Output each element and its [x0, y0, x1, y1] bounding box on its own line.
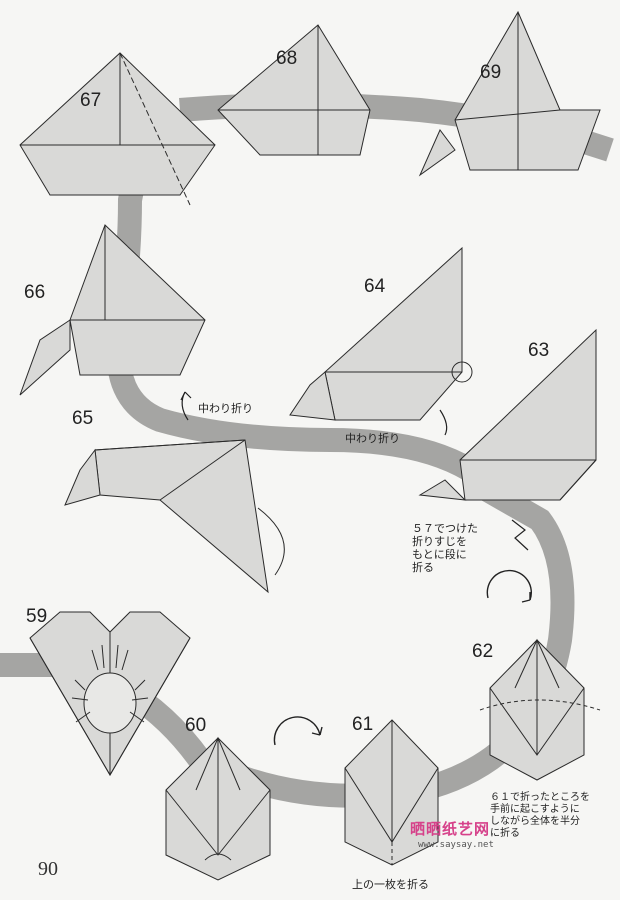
- step-60-figure: [166, 738, 270, 880]
- step-68-figure: [218, 25, 370, 155]
- step-62-figure: [480, 640, 600, 780]
- step-61-instruction: 上の一枚を折る: [352, 878, 429, 891]
- step-67-figure: [20, 53, 215, 205]
- step-number-60: 60: [185, 715, 206, 737]
- rotate-arrow-icon: [487, 571, 531, 602]
- step-59-figure: [30, 612, 190, 775]
- step-number-59: 59: [26, 606, 47, 628]
- step-number-67: 67: [80, 90, 101, 112]
- step-number-61: 61: [352, 714, 373, 736]
- step-number-68: 68: [276, 48, 297, 70]
- step-number-65: 65: [72, 408, 93, 430]
- watermark-logo: 晒晒纸艺网: [410, 818, 490, 839]
- step-65-figure: [65, 440, 284, 592]
- step-number-62: 62: [472, 641, 493, 663]
- step-number-64: 64: [364, 276, 385, 298]
- watermark-url: www.saysay.net: [418, 840, 494, 850]
- step-63-instruction: ５７でつけた 折りすじを もとに段に 折る: [412, 522, 478, 574]
- fold-arrow-icon: [440, 410, 447, 435]
- inside-reverse-fold-label: 中わり折り: [345, 432, 400, 445]
- step-62-instruction: ６１で折ったところを 手前に起こすように しながら全体を半分 に折る: [490, 792, 590, 840]
- step-69-figure: [420, 12, 600, 175]
- page-number: 90: [38, 858, 58, 881]
- inside-reverse-fold-label: 中わり折り: [198, 402, 253, 415]
- step-number-69: 69: [480, 62, 501, 84]
- step-number-66: 66: [24, 282, 45, 304]
- step-64-figure: [290, 248, 472, 420]
- step-number-63: 63: [528, 340, 549, 362]
- step-66-figure: [20, 225, 205, 395]
- rotate-arrow-icon: [274, 717, 322, 745]
